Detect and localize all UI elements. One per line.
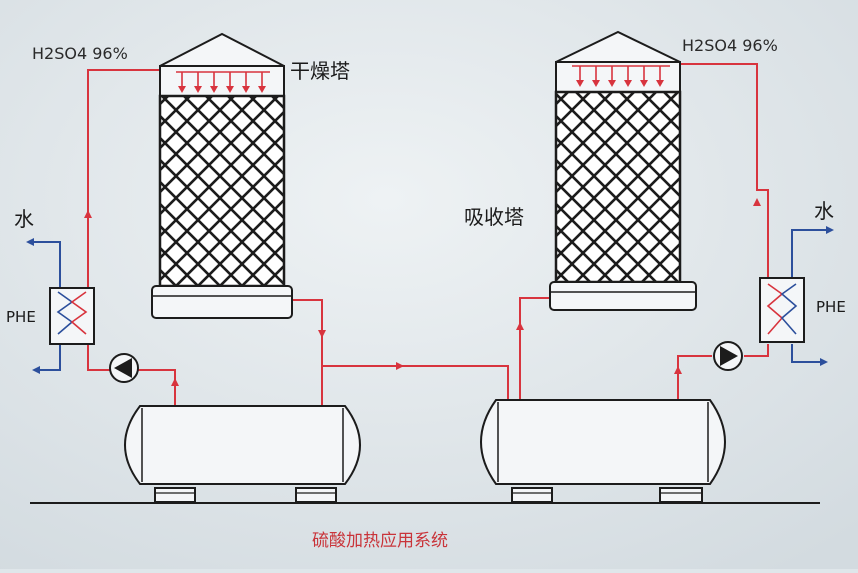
diagram-caption: 硫酸加热应用系统 [312,531,448,551]
phe-label-right: PHE [816,298,846,316]
water-in-right [791,344,824,363]
acid-line-right-top [678,63,769,278]
drying-tower [151,32,293,319]
phe-right [759,277,805,343]
acid-line-transfer [322,365,509,400]
pump-left-icon [109,353,139,383]
water-label-right: 水 [814,199,834,223]
water-in-left [32,241,61,290]
spray-arrows-right [572,65,670,87]
absorption-tower-label: 吸收塔 [464,205,524,229]
acid-line-absorption-inlet [519,297,556,400]
storage-tank-left [124,405,361,503]
storage-tank-right [480,399,726,503]
phe-label-left: PHE [6,308,36,326]
spray-arrows-left [176,71,270,93]
acid-piping [87,63,769,406]
drying-tower-label: 干燥塔 [290,59,350,83]
water-piping [32,229,830,371]
acid-line-pump-tank-left [138,369,176,406]
acid-line-drying-outlet [290,299,323,406]
water-label-left: 水 [14,207,34,231]
absorption-tower [549,30,697,311]
acid-label-right: H2SO4 96% [682,36,778,55]
phe-left [49,287,95,345]
pump-right-icon [713,341,743,371]
water-out-right [791,229,830,280]
acid-line-right-pump [744,344,769,357]
water-arrows [26,226,834,374]
flow-arrows [84,198,761,386]
acid-label-left: H2SO4 96% [32,44,128,63]
acid-line-pump-tank-right [677,355,712,400]
